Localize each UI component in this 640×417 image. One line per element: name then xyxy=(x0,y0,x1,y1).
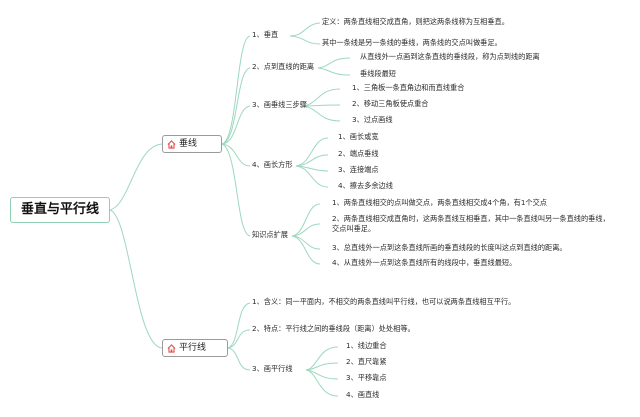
link-c5-n1 xyxy=(291,203,321,237)
link-perp-3 xyxy=(221,105,251,145)
link-perp-4 xyxy=(221,143,251,167)
note-ext-4: 4、从直线外一点到这条直线所有的线段中，垂直线最短。 xyxy=(332,258,517,267)
link-p3-n3 xyxy=(305,369,339,380)
node-knowledge-extension[interactable]: 知识点扩展 xyxy=(252,230,288,239)
link-c3-n1 xyxy=(301,88,341,107)
note-rect-3: 3、连接端点 xyxy=(338,165,379,174)
home-icon xyxy=(167,139,176,149)
note-step-2: 2、移动三角板使点重合 xyxy=(352,99,429,108)
link-c4-n2 xyxy=(295,154,329,167)
node-draw-rectangle[interactable]: 4、画长方形 xyxy=(252,160,293,169)
link-perp-1 xyxy=(221,35,251,145)
note-ext-1: 1、两条直线相交的点叫做交点，两条直线相交成4个角，有1个交点 xyxy=(332,198,547,207)
link-c2-n1 xyxy=(317,57,351,69)
link-p3-n4 xyxy=(305,369,339,397)
node-parallel-meaning[interactable]: 1、含义：同一平面内，不相交的两条直线叫平行线，也可以说两条直线相互平行。 xyxy=(252,297,516,306)
link-c4-n4 xyxy=(295,165,329,188)
link-c1-n1 xyxy=(289,22,321,37)
link-p3-n1 xyxy=(305,346,339,371)
branch-parallel[interactable]: 平行线 xyxy=(162,339,228,357)
link-c5-n4 xyxy=(291,235,321,265)
note-step-1: 1、三角板一条直角边和而直线重合 xyxy=(352,83,465,92)
note-para-4: 4、画直线 xyxy=(346,390,380,399)
branch-label: 平行线 xyxy=(179,343,207,353)
link-para-1 xyxy=(227,302,251,349)
note-step-3: 3、过点画线 xyxy=(352,115,393,124)
note-rect-4: 4、擦去多余边线 xyxy=(338,181,393,190)
note-para-2: 2、直尺靠紧 xyxy=(346,357,387,366)
link-c4-n1 xyxy=(295,137,329,167)
link-root-para xyxy=(109,209,163,349)
link-c5-n2 xyxy=(291,223,321,237)
note-shortest: 垂线段最短 xyxy=(360,69,396,78)
link-perp-5 xyxy=(221,143,251,237)
note-ext-2: 2、两条直线相交成直角时，这两条直线互相垂直，其中一条直线叫另一条直线的垂线，交… xyxy=(332,214,610,233)
note-para-1: 1、线边重合 xyxy=(346,341,387,350)
branch-perpendicular[interactable]: 垂线 xyxy=(162,135,222,153)
note-foot: 其中一条线是另一条线的垂线，两条线的交点叫做垂足。 xyxy=(322,38,502,47)
link-c3-n3 xyxy=(301,105,341,122)
node-draw-parallel[interactable]: 3、画平行线 xyxy=(252,364,293,373)
note-rect-2: 2、端点垂线 xyxy=(338,149,379,158)
branch-label: 垂线 xyxy=(179,139,198,149)
link-para-3 xyxy=(227,347,251,371)
node-draw-perp-steps[interactable]: 3、画垂线三步骤 xyxy=(252,100,307,109)
note-distance-def: 从直线外一点画到这条直线的垂线段，称为点到线的距离 xyxy=(360,52,540,61)
note-ext-3: 3、总直线外一点到这条直线所画的垂直线段的长度叫这点到直线的距离。 xyxy=(332,243,567,252)
note-rect-1: 1、画长或宽 xyxy=(338,132,379,141)
node-perpendicular[interactable]: 1、垂直 xyxy=(252,30,279,39)
link-perp-2 xyxy=(221,67,251,145)
link-para-2 xyxy=(227,329,251,349)
link-p3-n2 xyxy=(305,362,339,371)
note-para-3: 3、平移靠点 xyxy=(346,373,387,382)
root-node[interactable]: 垂直与平行线 xyxy=(10,197,110,223)
home-icon xyxy=(167,343,176,353)
node-point-line-distance[interactable]: 2、点到直线的距离 xyxy=(252,62,315,71)
link-root-perp xyxy=(109,143,163,211)
link-c1-n2 xyxy=(289,35,321,45)
link-c2-n2 xyxy=(317,67,351,76)
note-definition: 定义：两条直线相交成直角，则把这两条线称为互相垂直。 xyxy=(322,17,509,26)
link-c3-n2 xyxy=(301,104,341,107)
node-parallel-feature[interactable]: 2、特点：平行线之间的垂线段（距离）处处相等。 xyxy=(252,324,415,333)
